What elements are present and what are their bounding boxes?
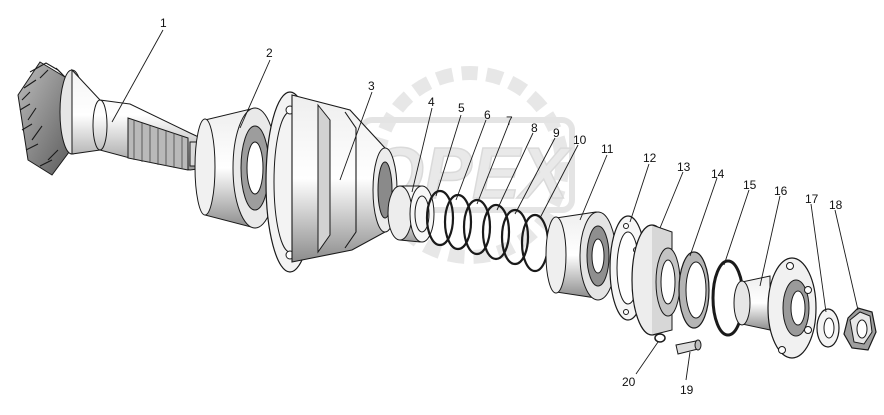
callout-2: 2 xyxy=(266,46,273,60)
part-14-seal xyxy=(678,251,710,329)
callout-11: 11 xyxy=(601,142,614,156)
callout-3: 3 xyxy=(368,79,375,93)
part-3-housing xyxy=(265,91,398,273)
part-16-flange xyxy=(733,257,817,359)
callout-13: 13 xyxy=(677,160,691,174)
callout-12: 12 xyxy=(643,151,657,165)
part-18-nut xyxy=(843,307,877,351)
part-19-bolt xyxy=(675,339,702,355)
callout-19: 19 xyxy=(680,383,694,397)
part-9-ring xyxy=(500,208,530,266)
part-8-ring xyxy=(481,203,511,261)
part-5-ring xyxy=(425,189,455,247)
callout-14: 14 xyxy=(711,167,725,181)
callout-17: 17 xyxy=(805,192,819,206)
callout-7: 7 xyxy=(506,114,513,128)
callout-15: 15 xyxy=(743,178,757,192)
callout-10: 10 xyxy=(573,133,587,147)
callout-4: 4 xyxy=(428,95,435,109)
part-7-ring xyxy=(462,198,492,256)
leader-lines xyxy=(111,29,859,381)
part-17-washer xyxy=(816,308,840,348)
part-20-lock-washer xyxy=(654,333,666,343)
callout-9: 9 xyxy=(553,126,560,140)
callout-18: 18 xyxy=(829,198,843,212)
part-11-bearing xyxy=(545,211,617,301)
callout-6: 6 xyxy=(484,108,491,122)
part-13-cover xyxy=(631,224,681,336)
callout-8: 8 xyxy=(531,121,538,135)
callout-1: 1 xyxy=(160,16,167,30)
callout-labels: 1 2 3 4 5 6 7 8 9 10 11 12 13 14 15 16 1… xyxy=(160,16,843,397)
callout-20: 20 xyxy=(622,375,636,389)
callout-16: 16 xyxy=(774,184,788,198)
part-2-bearing xyxy=(194,107,278,229)
callout-5: 5 xyxy=(458,101,465,115)
part-1-bevel-pinion-shaft xyxy=(17,61,209,176)
